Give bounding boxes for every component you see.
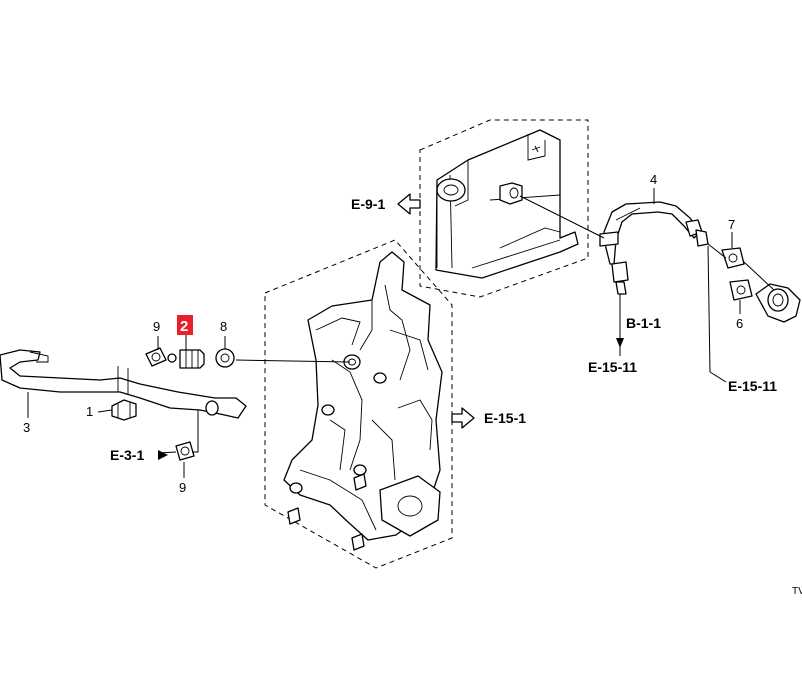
ref-b-1-1: B-1-1: [626, 315, 661, 331]
upper-fitting: [499, 182, 523, 205]
callout-1: 1: [86, 404, 93, 419]
hose-clamp-9-bottom: [175, 441, 195, 461]
corner-code: TV: [792, 586, 802, 597]
callout-9-top: 9: [153, 319, 160, 334]
upper-assembly-boundary: [419, 119, 589, 298]
ref-e-15-11-left: E-15-11: [588, 359, 637, 375]
callout-7: 7: [728, 217, 735, 232]
clamp-part-7: [721, 247, 745, 269]
upper-assembly-group: [419, 119, 589, 298]
callout-8: 8: [220, 319, 227, 334]
hose-part-3: [0, 349, 247, 419]
upper-port-cap: [436, 178, 466, 202]
hose-end-right: [755, 283, 801, 323]
pipe-part-4: [599, 201, 709, 295]
hose-3-body: [0, 349, 247, 419]
callout-3: 3: [23, 420, 30, 435]
bracket-flange: [379, 475, 441, 537]
upper-bracket-body: [435, 129, 579, 279]
ref-arrow-e151: [451, 407, 475, 429]
ref-arrow-e31: [158, 450, 168, 460]
washer-part-8: [215, 348, 235, 368]
highlight-box-part-2: [177, 315, 193, 335]
ref-arrow-e91: [397, 193, 421, 215]
fitting-part-2: [167, 349, 205, 369]
ref-e-15-1: E-15-1: [484, 410, 526, 426]
clamp-part-6: [729, 279, 753, 301]
ref-e-9-1: E-9-1: [351, 196, 385, 212]
callout-9-bottom: 9: [179, 480, 186, 495]
callout-6: 6: [736, 316, 743, 331]
hose-clip-part-1: [111, 399, 137, 421]
ref-e-3-1: E-3-1: [110, 447, 144, 463]
lower-assembly-group: [264, 239, 453, 569]
ref-e-15-11-right: E-15-11: [728, 378, 777, 394]
callout-4: 4: [650, 172, 657, 187]
lower-assembly-boundary: [264, 239, 453, 569]
callout-2: 2: [180, 318, 188, 335]
hose-clamp-9-top: [145, 347, 167, 367]
bracket-bolt: [287, 507, 301, 525]
